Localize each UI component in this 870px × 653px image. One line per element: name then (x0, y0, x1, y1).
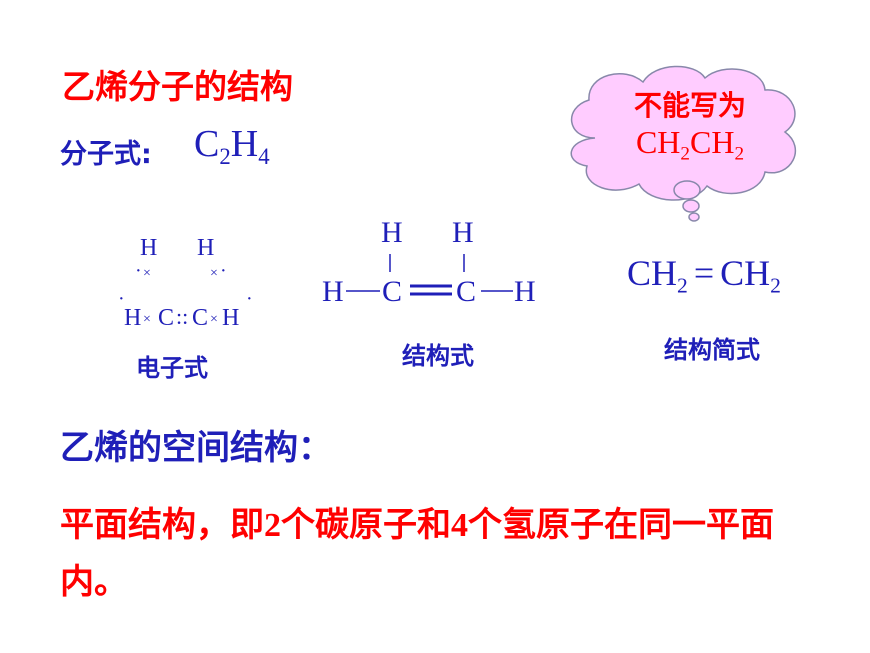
caption-electron-formula: 电子式 (136, 354, 208, 382)
electron-h-top-left: H (140, 235, 157, 261)
description-text-3: 个氢原子在同一平面内。 (60, 505, 774, 602)
thought-cloud-icon (570, 65, 797, 222)
struct-h-top-left: H (381, 216, 403, 249)
formula-h-count: 4 (258, 143, 270, 169)
structural-formula-diagram: H H H C C H (322, 216, 536, 308)
simplified-part-a: CH (627, 253, 678, 293)
electron-cross-tr: × (210, 266, 218, 281)
callout-formula: CH2CH2 (590, 124, 790, 164)
simplified-part-b-sub: 2 (770, 273, 781, 298)
struct-c-right: C (456, 275, 476, 308)
electron-cross-l: × (143, 312, 151, 327)
description-text-2: 个碳原子和 (281, 505, 451, 545)
electron-c-left: C (158, 305, 174, 331)
electron-dot-tl: · (135, 260, 142, 282)
electron-h-left: H (124, 305, 141, 331)
callout-formula-b: CH (690, 124, 735, 160)
description-text-1: 平面结构，即 (60, 505, 264, 545)
spatial-structure-description: 平面结构，即2个碳原子和4个氢原子在同一平面内。 (60, 497, 840, 610)
formula-h: H (230, 123, 259, 165)
simplified-part-a-sub: 2 (677, 273, 688, 298)
electron-cross-tl: × (143, 266, 151, 281)
electron-h-right: H (222, 305, 239, 331)
molecular-formula-label: 分子式: (60, 139, 152, 170)
simplified-bond: = (693, 253, 715, 293)
struct-h-right: H (514, 275, 536, 308)
electron-dot-l: · (118, 288, 125, 310)
page-title: 乙烯分子的结构 (62, 67, 293, 106)
description-num-2: 4 (451, 507, 468, 544)
struct-c-left: C (382, 275, 402, 308)
caption-simplified-formula: 结构简式 (664, 336, 760, 364)
callout-formula-b-sub: 2 (734, 143, 745, 165)
struct-h-left: H (322, 275, 344, 308)
electron-dot-tr: · (220, 260, 227, 282)
spatial-structure-heading: 乙烯的空间结构： (60, 428, 332, 468)
electron-dot-r: · (246, 288, 253, 310)
electron-c-right: C (192, 305, 208, 331)
description-num-1: 2 (264, 507, 281, 544)
callout-formula-a: CH (635, 124, 681, 160)
electron-formula-diagram: H H · × × · · · H × C :: C × H (118, 235, 253, 331)
simplified-part-b: CH (720, 253, 771, 293)
formula-c: C (194, 123, 220, 165)
formula-c-count: 2 (219, 143, 231, 169)
simplified-formula: CH2=CH2 (627, 252, 781, 296)
electron-h-top-right: H (197, 235, 214, 261)
electron-double-pair: :: (176, 304, 188, 329)
callout-formula-a-sub: 2 (680, 143, 690, 165)
struct-h-top-right: H (452, 216, 474, 249)
molecular-formula-value: C2H4 (194, 122, 270, 169)
electron-cross-r: × (210, 312, 218, 327)
caption-structural-formula: 结构式 (402, 342, 474, 370)
callout-title: 不能写为 (633, 89, 746, 122)
